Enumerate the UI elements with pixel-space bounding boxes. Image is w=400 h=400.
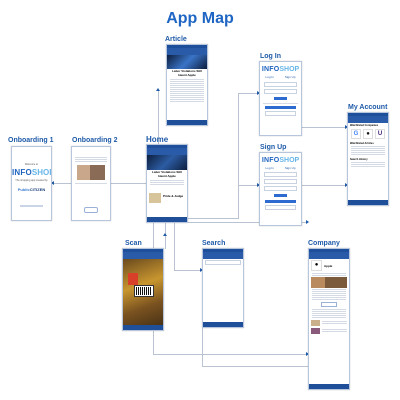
article-screen[interactable]: Labor Violations Still Haunt Apple (166, 44, 208, 126)
account-navbar (348, 116, 388, 123)
scan-tabbar[interactable] (123, 325, 163, 330)
company-tabbar[interactable] (309, 384, 349, 389)
scan-label: Scan (125, 240, 142, 247)
signup-submit-button[interactable] (274, 194, 287, 197)
account-tabbar[interactable] (348, 200, 388, 205)
search-history-heading: Search History (350, 158, 368, 161)
apple-icon[interactable]: ● (363, 129, 373, 139)
login-submit-button[interactable] (274, 97, 287, 100)
watchlisted-companies-row: G ● U (348, 128, 388, 140)
barcode-icon (134, 285, 154, 297)
onboarding2-label: Onboarding 2 (72, 137, 118, 144)
onboarding1-screen[interactable]: Welcome to INFOSHOP The shopping app cre… (11, 146, 52, 221)
onboarding1-label: Onboarding 1 (8, 137, 54, 144)
created-by-text: The shopping app created by (15, 179, 48, 182)
home-item-title[interactable]: Pride & Judge (163, 194, 184, 198)
company-more-button[interactable] (321, 302, 337, 307)
google-icon[interactable]: G (351, 129, 361, 139)
signup-tabs: Log In Sign Up (260, 166, 301, 170)
onboarding-photo (77, 165, 105, 180)
search-input[interactable] (205, 260, 241, 265)
article-tabbar[interactable] (167, 120, 207, 125)
continue-link[interactable] (20, 205, 43, 207)
company-header: ● Apple (309, 259, 349, 272)
public-citizen-logo: PublicCITIZEN (17, 187, 46, 192)
signup-social-button-2[interactable] (265, 205, 296, 210)
signup-screen[interactable]: INFOSHOP Log In Sign Up (259, 152, 302, 226)
account-label: My Account (348, 104, 388, 111)
article-hero-image (167, 55, 207, 69)
watchlisted-articles-heading: Watchlisted Articles (350, 142, 374, 145)
article-headline: Labor Violations Still Haunt Apple (172, 69, 202, 77)
home-item-image (149, 193, 161, 203)
article-navbar (167, 48, 207, 55)
signup-password-field[interactable] (264, 186, 297, 191)
search-tabbar[interactable] (203, 322, 243, 327)
onboarding2-screen[interactable] (71, 146, 111, 221)
login-screen[interactable]: INFOSHOP Log In Sign Up (259, 61, 302, 136)
signup-label: Sign Up (260, 144, 287, 151)
home-screen[interactable]: Labor Violations Still Haunt Apple Pride… (146, 144, 188, 223)
login-password-field[interactable] (264, 89, 297, 94)
home-tabbar[interactable] (147, 217, 187, 222)
signup-name-field[interactable] (264, 172, 297, 177)
search-label: Search (202, 240, 226, 247)
company-screen[interactable]: ● Apple (308, 248, 350, 390)
home-headline[interactable]: Labor Violations Still Haunt Apple (152, 170, 182, 178)
company-photo (311, 277, 347, 288)
signup-tab-login[interactable]: Log In (265, 166, 274, 170)
signup-tab-signup[interactable]: Sign Up (284, 166, 296, 170)
company-name: Apple (324, 263, 333, 268)
signup-email-field[interactable] (264, 179, 297, 184)
search-screen[interactable] (202, 248, 244, 328)
related-article-1[interactable] (309, 319, 349, 327)
account-screen[interactable]: Watchlisted Companies G ● U Watchlisted … (347, 112, 389, 206)
login-social-button-1[interactable] (265, 106, 296, 109)
camera-view (123, 259, 163, 325)
login-tab-signup[interactable]: Sign Up (284, 75, 296, 79)
login-email-field[interactable] (264, 82, 297, 87)
home-hero-image (147, 155, 187, 170)
login-social-button-2[interactable] (265, 111, 296, 116)
company-logo-icon[interactable]: U (375, 129, 385, 139)
welcome-text: Welcome to (24, 163, 39, 166)
company-navbar (309, 252, 349, 259)
apple-logo-icon: ● (311, 260, 322, 271)
diagram-title: App Map (166, 10, 234, 27)
related-article-2[interactable] (309, 327, 349, 335)
signup-logo: INFOSHOP (261, 157, 300, 164)
scan-screen[interactable] (122, 248, 164, 331)
search-navbar (203, 252, 243, 259)
login-label: Log In (260, 53, 281, 60)
home-navbar (147, 148, 187, 155)
home-label: Home (146, 135, 169, 144)
login-tabs: Log In Sign Up (260, 75, 301, 79)
login-logo: INFOSHOP (261, 66, 300, 73)
login-tab-login[interactable]: Log In (265, 75, 274, 79)
watchlisted-companies-heading: Watchlisted Companies (350, 124, 379, 127)
infoshop-logo: INFOSHOP (12, 168, 51, 177)
scan-navbar (123, 252, 163, 259)
get-started-button[interactable] (84, 207, 98, 213)
signup-social-button-1[interactable] (265, 200, 296, 203)
company-label: Company (308, 240, 340, 247)
article-label: Article (165, 36, 187, 43)
